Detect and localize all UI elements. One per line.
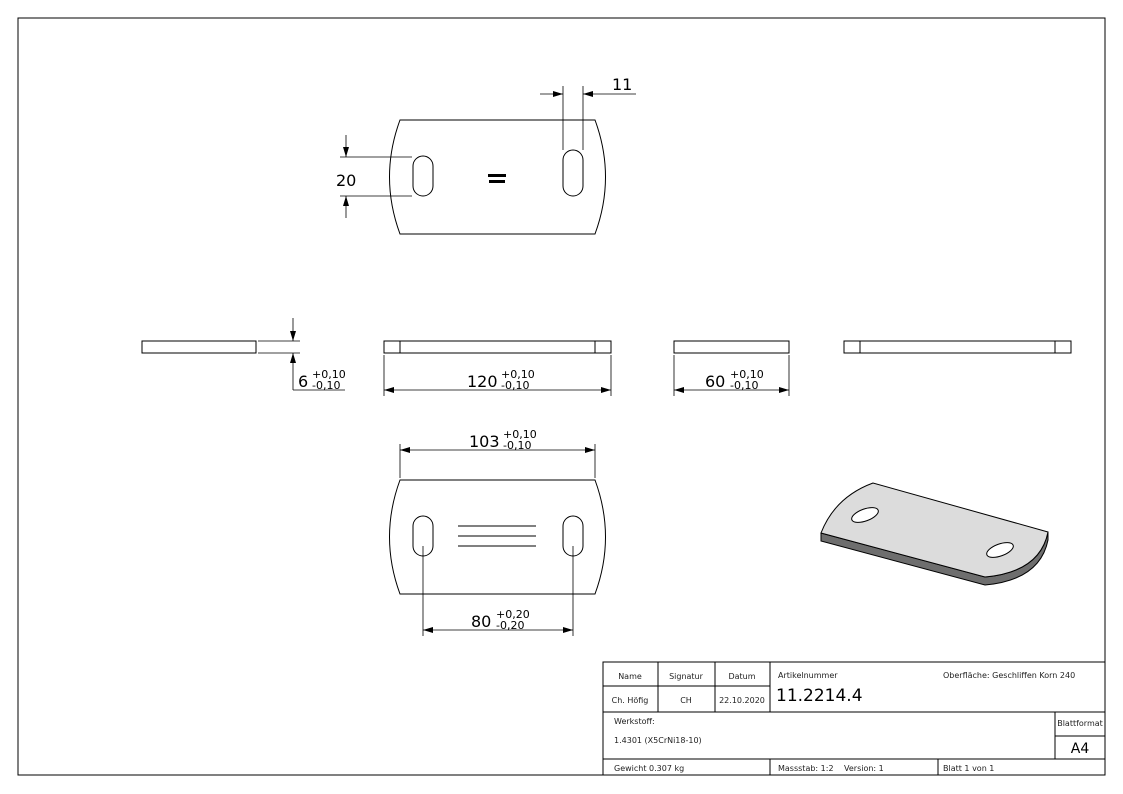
tol-upper: +0,10 <box>312 368 346 381</box>
tol-upper: +0,10 <box>730 368 764 381</box>
plate-outline <box>389 119 606 235</box>
dim-slot-width: 11 <box>612 75 632 94</box>
slot-right <box>562 149 584 197</box>
dim-width: 60 <box>705 372 725 391</box>
side-view-2 <box>383 340 612 354</box>
top-view: 20 11 <box>336 75 636 235</box>
side-view-4 <box>843 340 1072 354</box>
signature: CH <box>680 696 692 705</box>
article-number: 11.2214.4 <box>776 686 863 706</box>
date-label: Datum <box>728 672 755 681</box>
bottom-view: 103 +0,10 -0,10 80 +0,20 -0,20 <box>389 428 606 636</box>
tol-lower: -0,10 <box>501 379 529 392</box>
tol-upper: +0,20 <box>496 608 530 621</box>
engraving-logo <box>488 174 506 177</box>
dim-thickness: 6 <box>298 372 308 391</box>
scale: Massstab: 1:2 <box>778 764 834 773</box>
date: 22.10.2020 <box>719 696 765 705</box>
side-view-3 <box>673 340 790 354</box>
name-label: Name <box>618 672 642 681</box>
dim-slot-spacing: 80 <box>471 612 491 631</box>
isometric-view <box>820 482 1049 586</box>
dim-flat-length: 103 <box>469 432 500 451</box>
dim-slot-length: 20 <box>336 171 356 190</box>
article-label: Artikelnummer <box>778 671 838 680</box>
sheet: Blatt 1 von 1 <box>943 764 994 773</box>
surface: Oberfläche: Geschliffen Korn 240 <box>943 671 1075 680</box>
tol-lower: -0,10 <box>503 439 531 452</box>
drawing-border <box>17 17 1106 776</box>
title-block: Name Signatur Datum Ch. Höfig CH 22.10.2… <box>602 661 1106 776</box>
dim-length: 120 <box>467 372 498 391</box>
tol-upper: +0,10 <box>501 368 535 381</box>
material: 1.4301 (X5CrNi18-10) <box>614 736 702 745</box>
tol-upper: +0,10 <box>503 428 537 441</box>
format-label: Blattformat <box>1057 719 1103 728</box>
signature-label: Signatur <box>669 672 704 681</box>
side-view-1 <box>141 340 257 354</box>
tol-lower: -0,10 <box>312 379 340 392</box>
drafter-name: Ch. Höfig <box>612 696 649 705</box>
material-label: Werkstoff: <box>614 717 655 726</box>
tol-lower: -0,10 <box>730 379 758 392</box>
side-views: 6 +0,10 -0,10 120 +0,10 -0,10 60 +0,10 -… <box>141 318 1072 396</box>
version: Version: 1 <box>844 764 884 773</box>
engraving-logo <box>489 180 505 183</box>
weight: Gewicht 0.307 kg <box>614 764 684 773</box>
format: A4 <box>1071 741 1090 757</box>
tol-lower: -0,20 <box>496 619 524 632</box>
slot-left <box>412 155 434 197</box>
